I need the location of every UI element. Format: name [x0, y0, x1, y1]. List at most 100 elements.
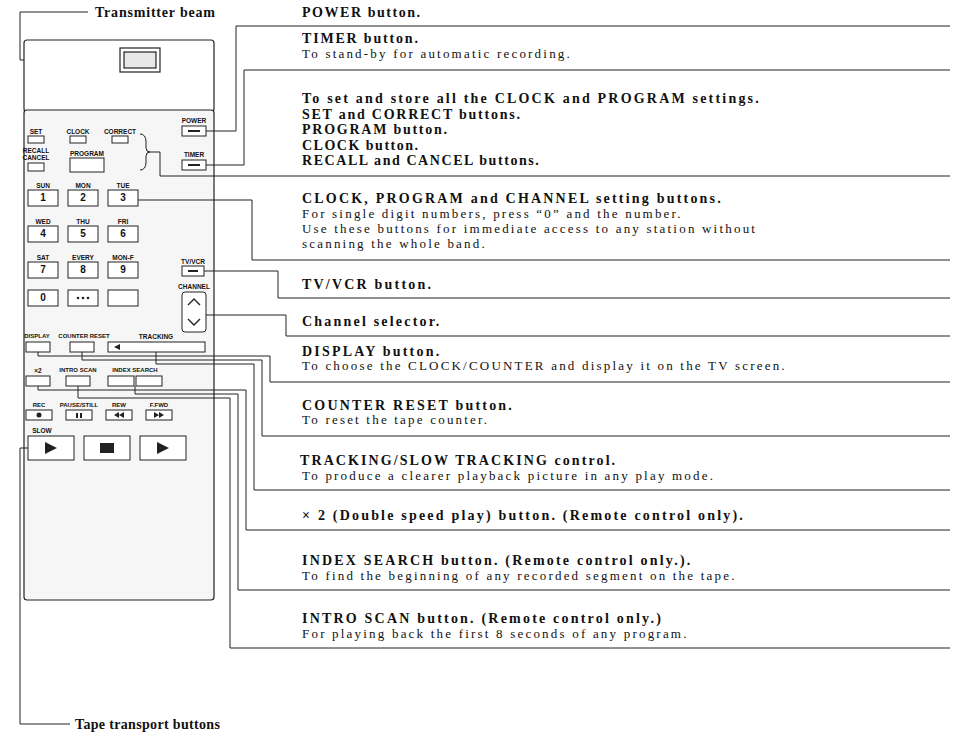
remote-part — [68, 290, 98, 306]
remote-part — [206, 26, 950, 131]
remote-part — [135, 386, 950, 590]
button-label: 7 — [40, 264, 46, 275]
remote-part — [28, 290, 58, 306]
remote-part — [140, 134, 150, 170]
callout-text: Channel selector. — [302, 314, 442, 329]
remote-part — [150, 152, 950, 176]
button-label: MON-F — [112, 254, 133, 261]
remote-part — [114, 344, 120, 350]
button-label: INTRO SCAN — [59, 367, 96, 374]
button-label: THU — [76, 218, 89, 225]
callout-text: TIMER button. — [302, 31, 420, 46]
remote-part — [124, 52, 156, 68]
callout-text: To stand-by for automatic recording. — [302, 47, 572, 61]
leader-lines — [20, 12, 950, 724]
callout-text: COUNTER RESET button. — [302, 398, 514, 413]
button-label: F.FWD — [150, 402, 168, 409]
remote-part — [108, 190, 138, 206]
remote-part — [188, 270, 198, 272]
button-label: POWER — [182, 117, 207, 124]
remote-part — [182, 266, 204, 276]
button-label: CANCEL — [22, 154, 49, 161]
remote-body — [24, 40, 214, 600]
button-label: FRI — [118, 218, 128, 225]
remote-part — [182, 292, 206, 332]
remote-part — [24, 110, 214, 600]
remote-part — [106, 410, 132, 420]
callout-text: × 2 (Double speed play) button. (Remote … — [302, 508, 745, 523]
remote-part — [28, 190, 58, 206]
callout-text: To produce a clearer playback picture in… — [302, 469, 715, 483]
remote-part — [68, 190, 98, 206]
callout-text: INDEX SEARCH button. (Remote control onl… — [302, 553, 693, 568]
remote-part — [38, 352, 950, 382]
remote-part — [28, 436, 74, 460]
button-label: PAUSE/STILL — [60, 402, 99, 409]
remote-part — [70, 136, 86, 143]
remote-part — [206, 315, 950, 336]
button-label: TIMER — [184, 151, 204, 158]
remote-part — [188, 299, 200, 325]
remote-part — [26, 410, 52, 420]
button-label: CORRECT — [104, 128, 136, 135]
button-label: RECALL — [23, 147, 49, 154]
button-label: 2 — [80, 192, 86, 203]
remote-part — [157, 442, 169, 454]
callout-text: To find the beginning of any recorded se… — [302, 569, 737, 583]
callout-text: Use these buttons for immediate access t… — [302, 222, 757, 236]
remote-part — [70, 158, 104, 172]
button-label: 6 — [120, 228, 126, 239]
remote-part — [114, 412, 124, 418]
remote-part — [140, 436, 186, 460]
remote-part — [112, 136, 128, 143]
callout-text: POWER button. — [302, 5, 422, 20]
button-label: REC — [33, 402, 46, 409]
remote-part — [28, 226, 58, 242]
callout-text: For single digit numbers, press “0” and … — [302, 207, 683, 221]
remote-part — [20, 448, 70, 724]
remote-part — [108, 376, 134, 386]
button-label: SAT — [37, 254, 50, 261]
remote-part — [28, 136, 44, 143]
remote-part — [154, 412, 164, 418]
remote-part — [37, 413, 42, 418]
callout-text: CLOCK, PROGRAM and CHANNEL setting butto… — [302, 191, 723, 206]
remote-part — [66, 410, 92, 420]
remote-part — [70, 342, 94, 352]
remote-part — [136, 376, 162, 386]
remote-part — [28, 262, 58, 278]
remote-part — [26, 342, 50, 352]
callout-text: SET and CORRECT buttons. — [302, 107, 522, 122]
remote-part — [156, 352, 950, 490]
remote-part — [76, 413, 78, 418]
button-label: ×2 — [34, 367, 41, 374]
button-label: TRACKING — [139, 333, 173, 340]
remote-part — [68, 262, 98, 278]
callout-text: TV/VCR button. — [302, 277, 433, 292]
button-label: TV/VCR — [181, 258, 205, 265]
remote-part — [182, 160, 206, 170]
button-label: CHANNEL — [178, 283, 210, 290]
remote-part — [84, 436, 130, 460]
button-label: SUN — [36, 182, 50, 189]
button-label: MON — [75, 182, 90, 189]
button-label: 0 — [40, 292, 46, 303]
callout-text: TRACKING/SLOW TRACKING control. — [300, 453, 617, 468]
remote-part — [120, 48, 160, 72]
remote-part — [28, 163, 44, 171]
remote-part — [20, 12, 88, 60]
button-label: DISPLAY — [24, 333, 49, 340]
remote-part — [26, 376, 50, 386]
remote-part — [77, 297, 80, 300]
button-label: COUNTER RESET — [58, 333, 109, 340]
remote-part — [108, 226, 138, 242]
remote-part — [100, 443, 114, 453]
remote-part — [188, 130, 200, 132]
callout-text: CLOCK button. — [302, 138, 420, 153]
button-label: 4 — [40, 228, 46, 239]
remote-part — [204, 271, 950, 298]
remote-part — [80, 413, 82, 418]
button-symbols — [37, 130, 201, 454]
